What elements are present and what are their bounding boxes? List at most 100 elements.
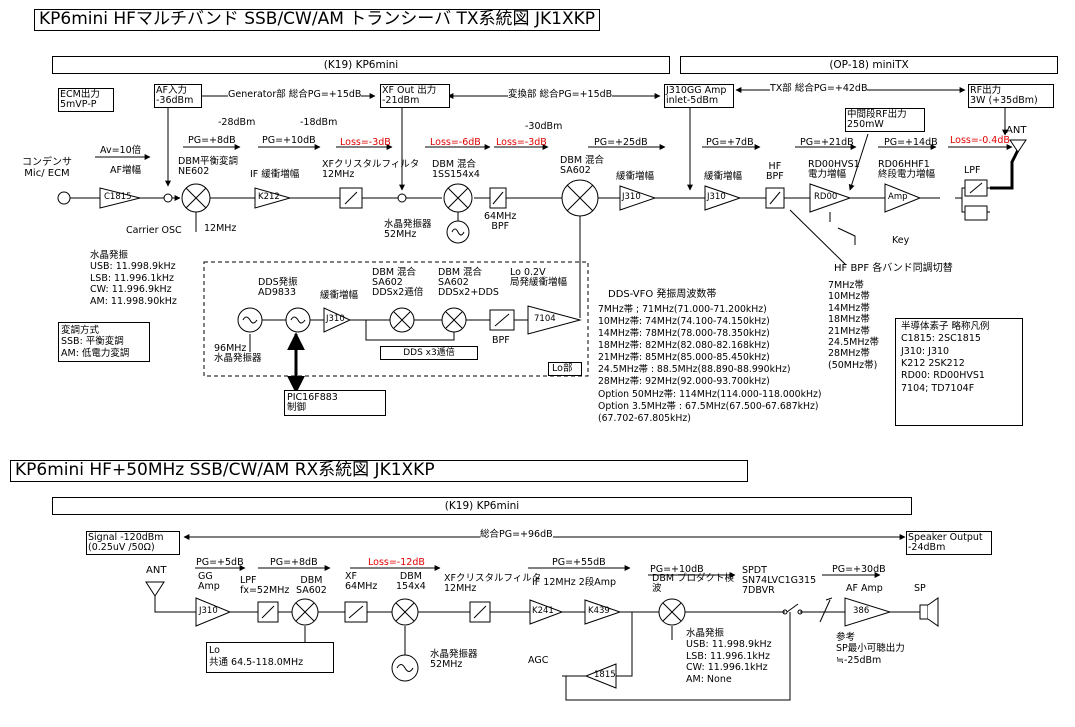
j310gg-box: J310GG Amp inlet-5dBm (664, 84, 734, 108)
lvl-28: -28dBm (218, 117, 256, 128)
tx-rd06-amp-shape (884, 183, 922, 213)
rx-386-label: 386 (853, 606, 870, 616)
bpf-label: BPF (492, 335, 510, 346)
rx-lo-box: Lo 共通 64.5-118.0MHz (206, 642, 334, 673)
rx-ant-icon (145, 581, 165, 597)
vfo-title: DDS-VFO 発振周波数帯 (608, 289, 717, 300)
gain-pg21: PG=+21dB (800, 137, 854, 148)
gain-pg7: PG=+7dB (706, 137, 754, 148)
dbm1-label: DBM平衡変調 NE602 (178, 156, 239, 177)
rx-title: KP6mini HF+50MHz SSB/CW/AM RX系統図 JK1XKP (10, 460, 748, 482)
key-label: Key (892, 235, 910, 246)
rx-pg30: PG=+30dB (832, 564, 886, 575)
amp-label: Amp (888, 192, 908, 202)
bpf64-label: 64MHz BPF (484, 211, 517, 232)
xf-out-box: XF Out 出力 -21dBm (380, 84, 450, 108)
xtal52-label: 水晶発振器 52MHz (384, 219, 432, 240)
lpf-label: LPF (964, 165, 981, 176)
gain-pg25: PG=+25dB (594, 137, 648, 148)
loss-3b: Loss=-3dB (496, 137, 547, 148)
tx-j310b-amp-shape (704, 185, 742, 211)
rx-product-det-label: DBM プロダクト検 波 (652, 573, 735, 594)
henkan-label: 変換部 総合PG=+15dB (508, 89, 613, 100)
buf2-label: 緩衝増幅 (704, 171, 743, 182)
rx-j310-label: J310 (199, 606, 218, 616)
rx-dbm1-label: DBM SA602 (296, 575, 327, 596)
tx-k212-amp-shape (254, 187, 292, 209)
hf-bpf-switch-label: HF BPF 各バンド同調切替 (834, 263, 953, 274)
buf1-label: 緩衝増幅 (616, 171, 655, 182)
tx-rd00-amp-shape (809, 183, 852, 213)
lo-level-label: Lo 0.2V 局発緩衝増幅 (510, 267, 568, 288)
speaker-out-box: Speaker Output -24dBm (906, 531, 992, 555)
j310-label: J310 (622, 192, 641, 202)
rx-dbm2-label: DBM 154x4 (396, 571, 426, 592)
rx-xtal-filter-label: XFクリスタルフィルタ 12MHz (444, 573, 542, 594)
rx-total-pg: 総合PG=+96dB (480, 529, 553, 540)
if-amp-label: IF 緩衝増幅 (250, 169, 300, 180)
rx-spdt-label: SPDT SN74LVC1G315 7DBVR (742, 565, 817, 596)
osc96-label: 96MHz 水晶発振器 (214, 343, 262, 364)
mod-method-box: 変調方式 SSB: 平衡変調 AM: 低電力変調 (58, 322, 150, 363)
rx-sp-icon (919, 604, 929, 620)
rx-1815-label: 1815 (594, 670, 616, 680)
rx-agc-label: AGC (528, 655, 549, 666)
mhz12-label: 12MHz (204, 223, 237, 234)
rx-pg55: PG=+55dB (552, 557, 606, 568)
rx-pg8: PG=+8dB (270, 557, 318, 568)
gain-pg8: PG=+8dB (188, 135, 236, 146)
rx-j310-amp-shape (195, 597, 232, 627)
lo-part-box: Lo部 (548, 362, 582, 376)
k212-label: K212 (258, 192, 280, 202)
vfo-list: 7MHz帯 ; 71MHz(71.000-71.200kHz) 10MHz帯: … (598, 304, 822, 424)
rx-k241-amp-shape (529, 599, 564, 625)
rx-loss12: Loss=-12dB (368, 557, 425, 568)
lvl-30: -30dBm (525, 121, 563, 132)
ecm-out-box: ECM出力 5mVP-P (58, 88, 114, 112)
xtal-osc-label: 水晶発振 USB: 11.998.9kHz LSB: 11.996.1kHz C… (90, 250, 177, 307)
rx-note: 参考 SP最小可聴出力 ≒-25dBm (836, 632, 905, 666)
mic-label: コンデンサ Mic/ ECM (22, 157, 72, 179)
rx-xtal-osc-label: 水晶発振 USB: 11.998.9kHz LSB: 11.996.1kHz C… (686, 628, 772, 685)
c1815-label: C1815 (104, 192, 132, 202)
gain-pg10: PG=+10dB (262, 135, 316, 146)
af-in-box: AF入力 -36dBm (154, 84, 202, 108)
lo-7104-amp-shape (527, 305, 582, 335)
xf-filter-label: XFクリスタルフィルタ 12MHz (322, 159, 420, 180)
j310b-label: J310 (707, 192, 726, 202)
tx-title: KP6mini HFマルチバンド SSB/CW/AM トランシーバ TX系統図 … (34, 9, 600, 31)
mid-rf-box: 中間段RF出力 250mW (845, 108, 925, 132)
loss-6: Loss=-6dB (430, 137, 481, 148)
rx-pg10: PG=+10dB (650, 564, 704, 575)
bands-list: 7MHz帯 10MHz帯 14MHz帯 18MHz帯 21MHz帯 24.5MH… (828, 280, 879, 371)
mic-icon (57, 191, 71, 205)
rd00-amp-label: RD00HVS1 電力増幅 (808, 159, 860, 180)
af-amp-label: AF増幅 (110, 165, 141, 176)
rx-af-amp-label: AF Amp (846, 583, 883, 594)
tx-c1815-amp-shape (99, 187, 141, 209)
tx-ant-feed (990, 149, 1020, 190)
legend-box: 半導体素子 略称凡例 C1815: 2SC1815 J310: J310 K21… (895, 318, 1023, 426)
loss-3a: Loss=-3dB (340, 137, 391, 148)
rx-k439-amp-shape (584, 599, 622, 625)
tx-ant-icon (1009, 139, 1027, 153)
tx-section-k19: (K19) KP6mini (52, 56, 670, 74)
rx-pg5: PG=+5dB (196, 557, 244, 568)
dbm-sa602b-label: DBM 混合 SA602 DDSx2+DDS (438, 267, 499, 298)
lo-j310-amp-shape (323, 307, 352, 333)
tx-j310-amp-shape (619, 185, 657, 211)
rx-386-amp-shape (844, 597, 892, 627)
tx-ant-label: ANT (1006, 125, 1027, 136)
gain-av10: Av=10倍 (100, 145, 142, 156)
hf-bpf-label: HF BPF (766, 161, 784, 182)
rx-lpf-label: LPF fx=52MHz (240, 575, 290, 596)
carrier-osc-label: Carrier OSC (126, 225, 182, 236)
rx-gg-amp-label: GG Amp (198, 571, 220, 592)
generator-label: Generator部 総合PG=+15dB (228, 89, 362, 100)
dbm2-label: DBM 混合 1SS154x4 (432, 159, 480, 180)
dbm3-label: DBM 混合 SA602 (560, 155, 605, 176)
rx-section: (K19) KP6mini (52, 497, 912, 515)
rx-sp-label: SP (914, 583, 926, 594)
dds-osc-label: DDS発振 AD9833 (258, 277, 298, 298)
